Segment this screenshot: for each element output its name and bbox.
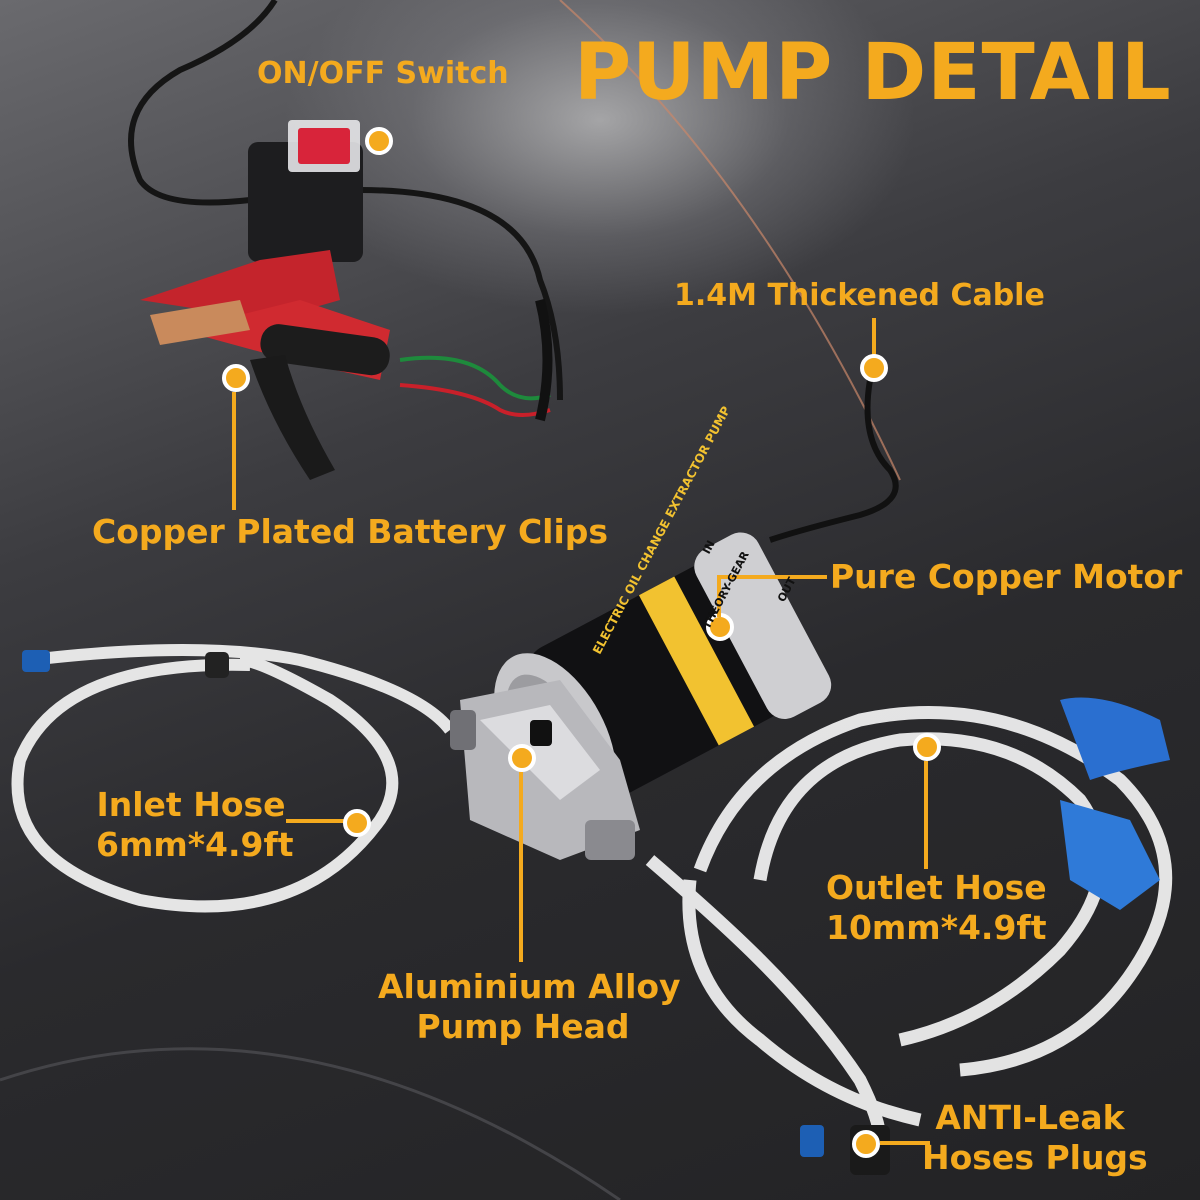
- inlet-label-line1: Inlet Hose: [96, 785, 286, 824]
- switch-marker: [365, 127, 393, 155]
- outlet-label-line1: Outlet Hose: [826, 868, 1047, 907]
- outlet-label-line2: 10mm*4.9ft: [826, 908, 1047, 947]
- green-wire: [399, 355, 551, 401]
- plugs-pointer: [880, 1141, 930, 1145]
- hose-strap: [205, 652, 229, 678]
- power-wire: [359, 187, 563, 401]
- head-label: Aluminium Alloy Pump Head: [378, 967, 681, 1047]
- inlet-plug: [22, 650, 50, 672]
- clips-label: Copper Plated Battery Clips: [92, 512, 609, 551]
- inlet-marker: [343, 809, 371, 837]
- inlet-label-line2: 6mm*4.9ft: [96, 825, 294, 864]
- outlet-label: Outlet Hose 10mm*4.9ft: [826, 868, 1047, 948]
- power-wire: [128, 0, 278, 206]
- motor-label: Pure Copper Motor: [830, 557, 1183, 596]
- motor-pointer-h: [717, 575, 827, 579]
- switch-box: [248, 120, 363, 262]
- plugs-label-line2: Hoses Plugs: [922, 1138, 1148, 1177]
- inlet-label: Inlet Hose 6mm*4.9ft: [96, 785, 294, 865]
- clips-marker: [222, 364, 250, 392]
- motor-cable: [769, 379, 899, 543]
- head-label-line1: Aluminium Alloy: [378, 967, 681, 1006]
- red-wire: [399, 383, 551, 417]
- switch-label: ON/OFF Switch: [257, 56, 509, 91]
- page-title: PUMP DETAIL: [574, 28, 1172, 118]
- cable-pointer: [872, 318, 876, 358]
- pump-head: [450, 680, 640, 860]
- outlet-plug-ring: [800, 1125, 824, 1157]
- head-label-line2: Pump Head: [416, 1007, 630, 1046]
- plugs-marker: [852, 1130, 880, 1158]
- inlet-pointer: [286, 819, 344, 823]
- battery-clips: [140, 250, 390, 480]
- background-arc: [0, 1047, 621, 1200]
- head-pointer: [519, 772, 523, 962]
- outlet-pointer: [924, 761, 928, 869]
- inlet-hose: [11, 644, 455, 913]
- plugs-label: ANTI-Leak Hoses Plugs: [922, 1098, 1148, 1178]
- clips-pointer: [232, 392, 236, 510]
- cable-sheath: [535, 298, 553, 422]
- motor-pointer-v: [717, 577, 721, 617]
- head-marker: [508, 744, 536, 772]
- cable-marker: [860, 354, 888, 382]
- outlet-hose: [645, 706, 1173, 1141]
- cable-label: 1.4M Thickened Cable: [674, 278, 1045, 313]
- outlet-marker: [913, 733, 941, 761]
- plugs-label-line1: ANTI-Leak: [935, 1098, 1125, 1137]
- hose-clamp: [1060, 697, 1170, 910]
- background-arc: [559, 0, 901, 481]
